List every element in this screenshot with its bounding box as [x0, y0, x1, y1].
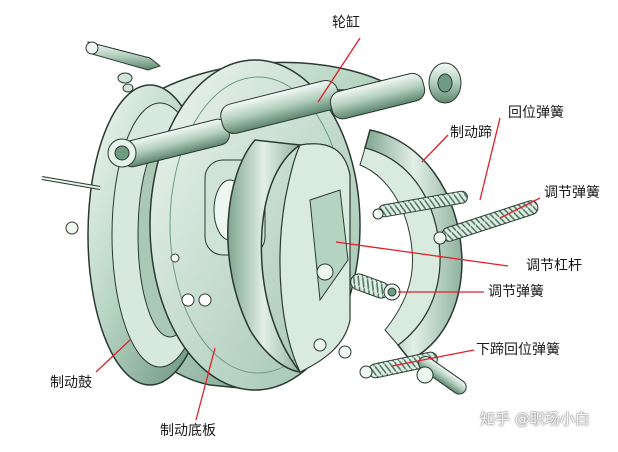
wheel-cylinder-shape: [107, 62, 462, 168]
leader-lower-return-spring: [391, 349, 475, 367]
leader-adjust-spring-right: [499, 197, 541, 219]
leader-lines: [95, 37, 541, 421]
leader-wheel-cylinder: [317, 37, 361, 103]
label-adjust-lever: 调节杠杆: [526, 258, 582, 274]
label-backing-plate: 制动底板: [160, 423, 216, 439]
leader-brake-drum: [95, 339, 131, 373]
label-return-spring: 回位弹簧: [508, 105, 564, 121]
small-hardware-upper-left: [85, 41, 162, 93]
leader-brake-shoe: [421, 134, 449, 163]
small-hardware-left: [41, 176, 101, 235]
small-hardware-bottom-right: [416, 356, 467, 395]
adjusting-spring-center: [350, 273, 401, 301]
label-brake-shoe: 制动蹄: [450, 125, 492, 141]
label-lower-return-spring: 下蹄回位弹簧: [476, 342, 560, 358]
adjusting-spring-upper: [372, 190, 468, 220]
leader-return-spring: [479, 117, 501, 201]
label-brake-drum: 制动鼓: [50, 375, 92, 391]
label-adjust-spring-right: 调节弹簧: [544, 185, 600, 201]
watermark: 知乎 @职场小白: [480, 410, 590, 428]
label-wheel-cylinder: 轮缸: [332, 15, 360, 31]
brake-shoe-front-shape: [227, 139, 352, 373]
brake-shoe-rear-shape: [359, 129, 463, 361]
leader-backing-plate: [195, 347, 216, 421]
leader-adjust-lever: [335, 241, 509, 267]
label-adjust-spring-center: 调节弹簧: [488, 284, 544, 300]
